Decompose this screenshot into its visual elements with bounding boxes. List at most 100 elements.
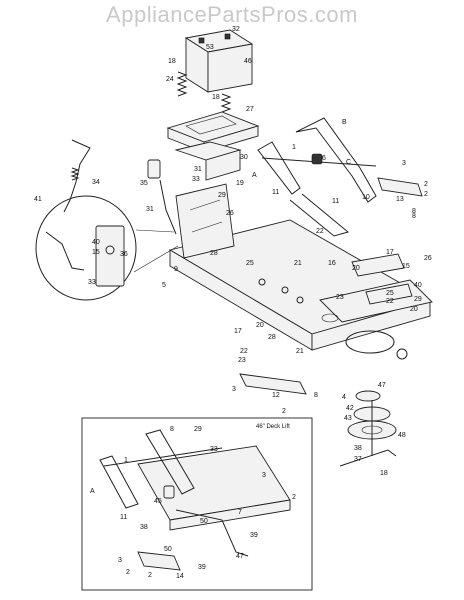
callout-label: 11 [332,198,339,205]
callout-label: 15 [402,263,410,270]
spring-right [220,93,232,113]
callout-label: 23 [336,294,344,301]
callout-label: 50 [164,546,172,553]
callout-label: 18 [212,94,220,101]
lift-link-right [377,177,423,197]
callout-label: 22 [316,228,324,235]
callout-label: 14 [176,573,184,580]
callout-label: 2 [424,181,428,188]
lift-link-lower [239,373,307,395]
callout-label: 2 [292,494,296,501]
callout-label: 40 [414,282,422,289]
callout-label: 35 [140,180,148,187]
callout-label: 42 [346,405,354,412]
callout-label: 23 [238,357,246,364]
callout-label: 20 [410,306,418,313]
callout-label: 20 [256,322,264,329]
callout-label: 6 [322,155,326,162]
callout-label: 13 [396,196,404,203]
callout-label: 37 [354,456,362,463]
callout-label: 47 [378,382,386,389]
callout-label: C [346,159,351,166]
callout-label: 22 [386,298,394,305]
main-frame [168,183,433,360]
callout-label: 33 [192,176,200,183]
spring-left [176,71,188,97]
callout-label: 4 [342,394,346,401]
callout-label: 50 [200,518,208,525]
callout-label: 1 [124,457,128,464]
callout-label: A [252,172,257,179]
callout-label: 2 [126,569,130,576]
lift-rod [147,159,177,235]
callout-label: 33 [210,446,218,453]
callout-label: 47 [236,553,244,560]
callout-label: 33 [88,279,96,286]
callout-label: 2 [282,408,286,415]
lift-lever-upper [257,117,377,237]
callout-label: 8 [412,213,416,220]
callout-label: 31 [146,206,154,213]
watermark-text: AppliancePartsPros.com [106,2,358,27]
callout-label: 10 [362,194,370,201]
callout-label: 8 [412,208,416,215]
callout-label: 2 [148,572,152,579]
callout-label: 25 [246,260,254,267]
callout-label: 26 [424,255,432,262]
callout-label: 7 [238,509,242,516]
callout-label: 27 [246,106,254,113]
battery [184,29,254,93]
callout-label: 28 [210,250,218,257]
callout-label: 18 [168,58,176,65]
callout-label: B [342,119,347,126]
deck-lift-inset: 46" Deck Lift [81,417,313,591]
callout-label: 40 [92,239,100,246]
callout-label: 2 [424,191,428,198]
callout-label: 3 [118,557,122,564]
callout-label: 11 [272,189,279,196]
callout-label: A [90,488,95,495]
callout-label: 38 [354,445,362,452]
callout-label: 48 [398,432,406,439]
callout-label: 30 [240,154,248,161]
callout-label: 20 [352,265,360,272]
callout-label: 29 [218,192,226,199]
callout-label: 39 [198,564,206,571]
callout-label: 8 [170,426,174,433]
callout-label: 3 [402,160,406,167]
callout-label: 11 [120,514,127,521]
callout-label: 29 [414,296,422,303]
callout-label: 26 [226,210,234,217]
callout-label: 22 [240,348,248,355]
callout-label: 32 [232,26,240,33]
callout-label: 46 [244,58,252,65]
callout-label: 25 [386,290,394,297]
callout-label: 39 [250,532,258,539]
callout-label: 12 [272,392,280,399]
callout-label: 21 [294,260,302,267]
callout-label: 16 [328,260,336,267]
callout-label: 17 [234,328,242,335]
callout-label: 38 [140,524,148,531]
callout-label: 29 [194,426,202,433]
callout-label: 3 [262,472,266,479]
callout-label: 3 [232,386,236,393]
callout-label: 45 [154,498,162,505]
spring-cable [63,139,91,213]
callout-label: 24 [166,76,174,83]
callout-label: 19 [236,180,244,187]
callout-label: 8 [314,392,318,399]
callout-label: 41 [34,196,42,203]
callout-label: 36 [120,251,128,258]
callout-label: 34 [92,179,100,186]
callout-label: 1 [292,144,296,151]
callout-label: 31 [194,166,202,173]
pivot-bracket-right [351,253,413,305]
detail-circle [35,195,179,301]
callout-labels: 32 53 18 46 24 18 27 30 31 33 29 26 19 2… [34,26,432,580]
callout-label: 43 [344,415,352,422]
callout-label: 9 [174,266,178,273]
callout-label: 5 [162,282,166,289]
pulley-assembly [339,390,397,467]
